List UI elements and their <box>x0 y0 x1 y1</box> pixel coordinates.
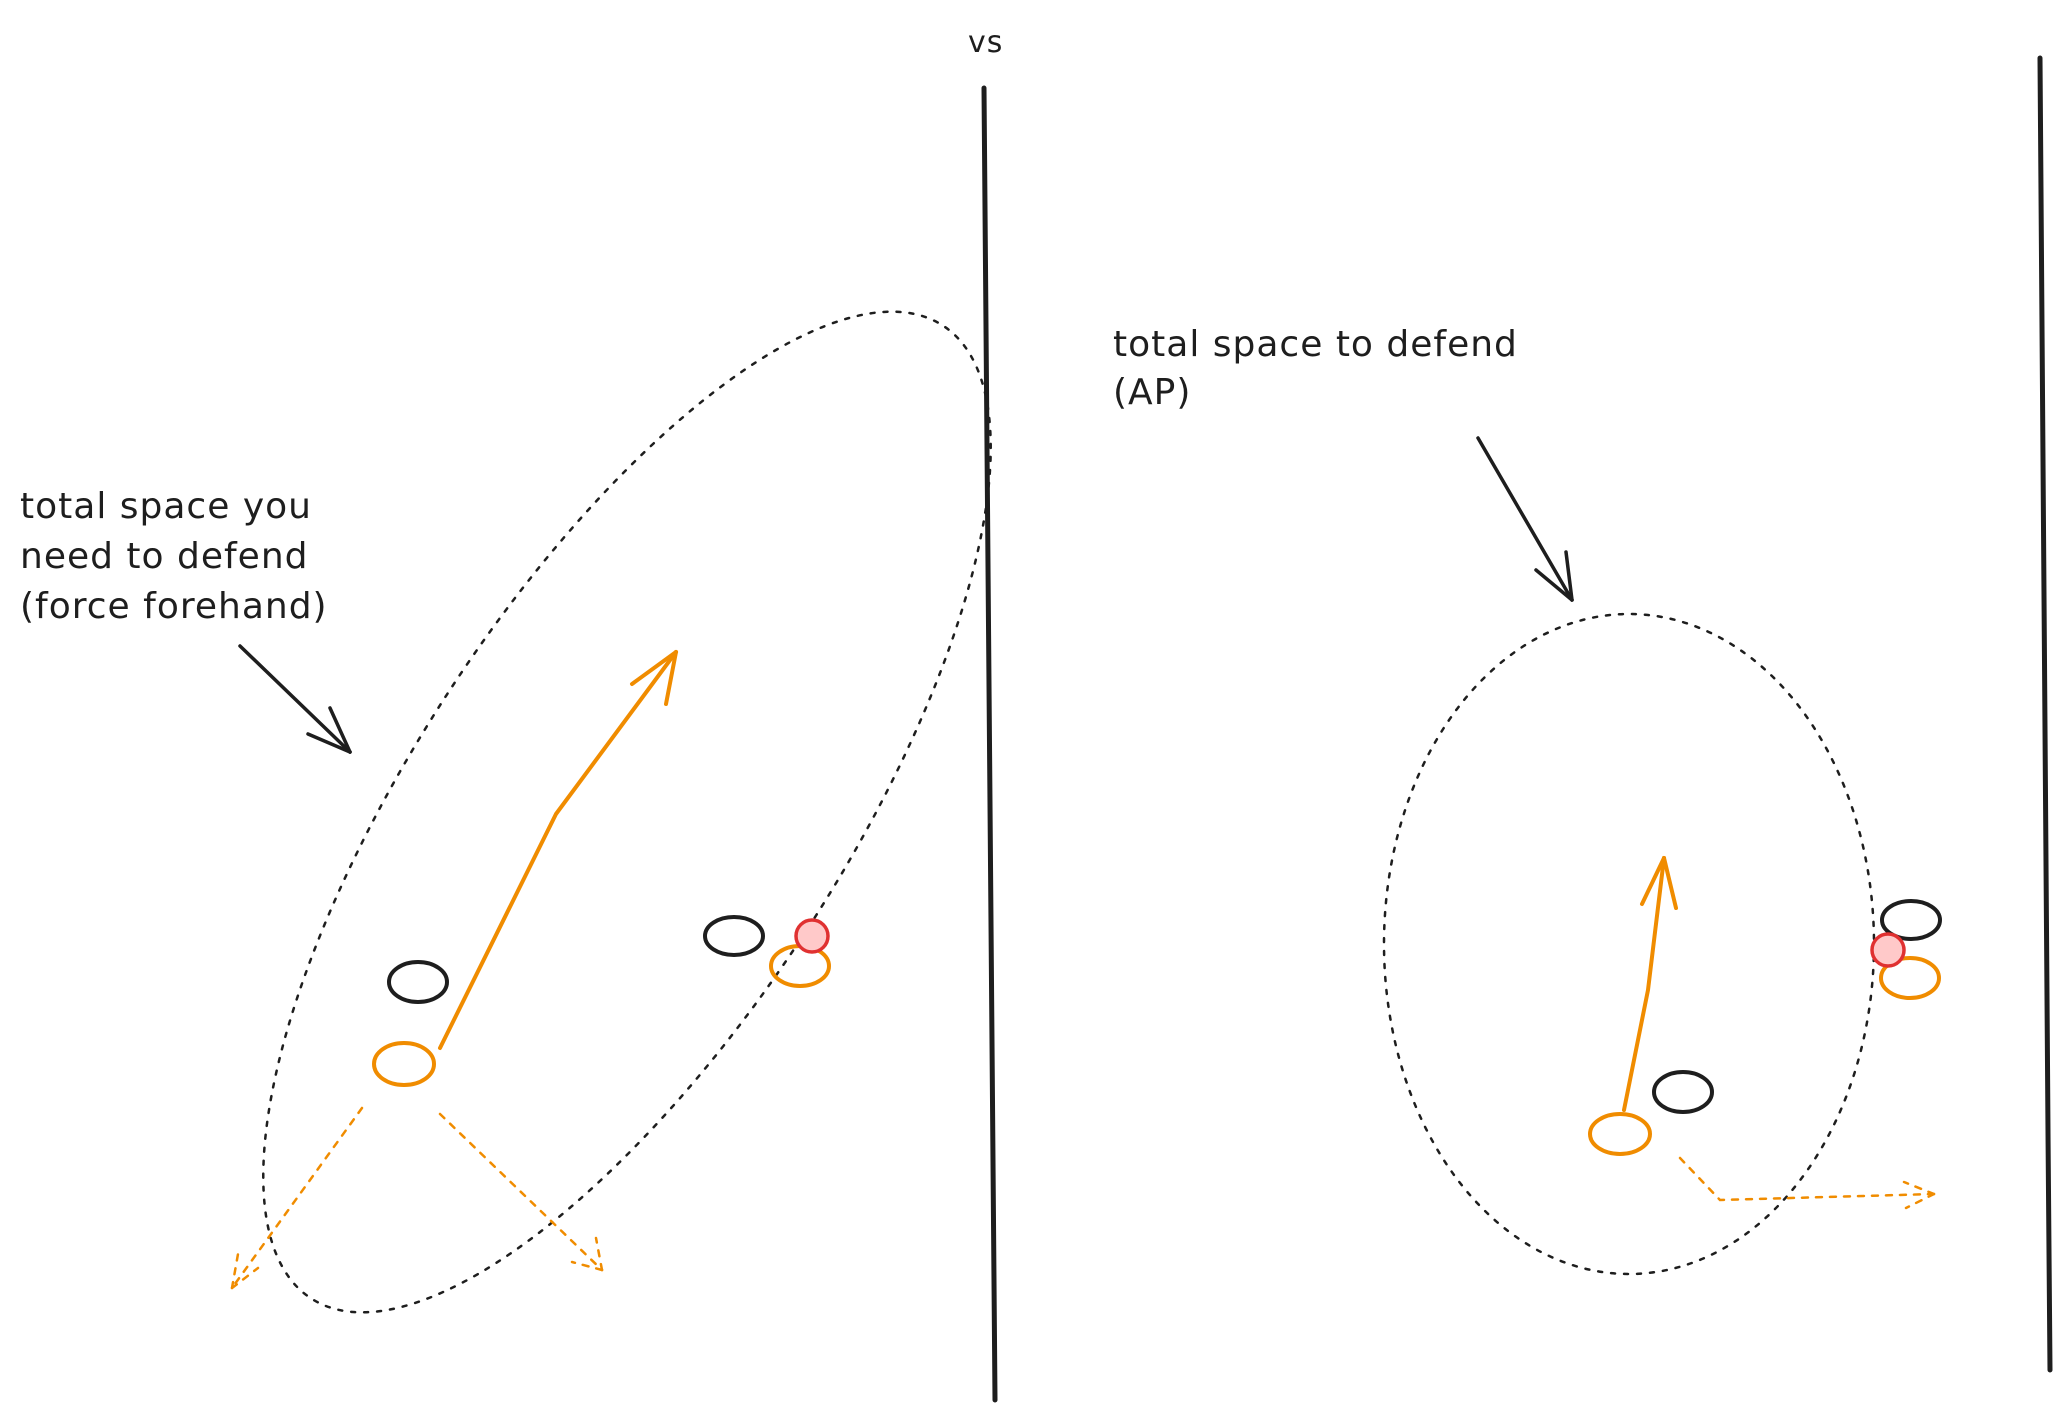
left-annotation-line-2: need to defend <box>20 536 308 577</box>
right-sideline <box>2037 55 2053 1373</box>
right-handler-marker <box>1879 956 1941 1000</box>
left-annotation-line-3: (force forehand) <box>20 586 328 627</box>
left-defense-zone-ellipse <box>262 310 992 1314</box>
left-handler-marker <box>769 944 831 988</box>
left-annotation-arrow <box>238 644 352 754</box>
left-defender-marker <box>387 960 449 1004</box>
right-mark-marker <box>1880 899 1942 941</box>
right-throw-arrow <box>1622 856 1678 1112</box>
left-cut-arrow-right <box>438 1112 604 1272</box>
right-panel: total space to defend (AP) <box>1113 324 1942 1276</box>
left-throw-arrow <box>438 650 678 1050</box>
right-cutter-marker <box>1588 1112 1652 1156</box>
right-annotation-line-2: (AP) <box>1113 372 1191 413</box>
right-defender-marker <box>1652 1070 1714 1114</box>
right-annotation-line-1: total space to defend <box>1113 324 1518 365</box>
left-mark-marker <box>703 915 765 957</box>
right-annotation-arrow <box>1476 436 1574 602</box>
left-panel: total space you need to defend (force fo… <box>20 310 992 1314</box>
left-cut-arrow-left <box>230 1106 364 1290</box>
right-cut-arrow <box>1678 1156 1936 1210</box>
vs-label: vs <box>968 25 1003 60</box>
right-disc-marker <box>1870 932 1906 968</box>
right-defense-zone-ellipse <box>1382 612 1876 1276</box>
left-cutter-marker <box>372 1041 436 1087</box>
center-sideline <box>981 85 998 1403</box>
left-annotation-line-1: total space you <box>20 486 312 527</box>
left-disc-marker <box>794 918 830 954</box>
